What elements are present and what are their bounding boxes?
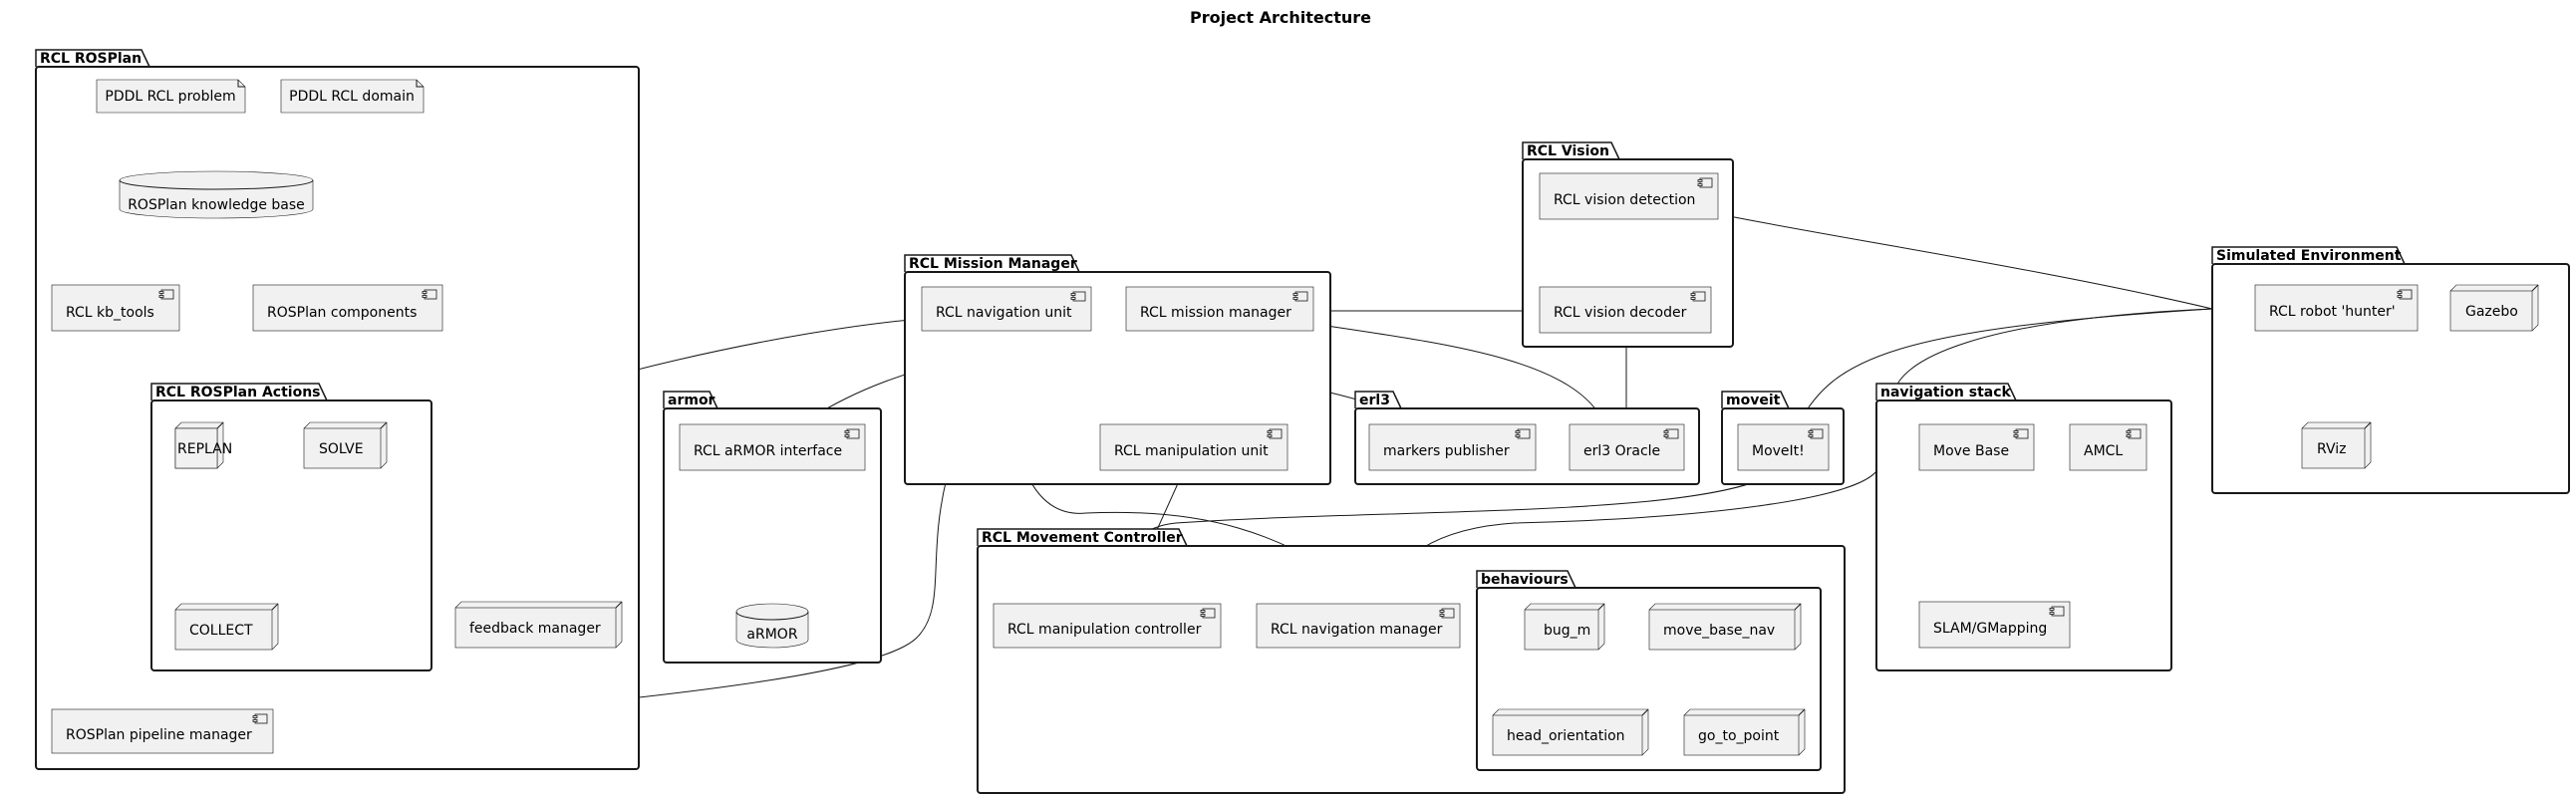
package-label: RCL ROSPlan Actions <box>155 385 321 400</box>
node-label: RCL manipulation controller <box>1007 622 1202 638</box>
component-pipeline-manager[interactable]: ROSPlan pipeline manager <box>51 708 274 754</box>
action-node-replan[interactable]: REPLAN <box>174 421 232 469</box>
artifact-pddl-problem[interactable]: PDDL RCL problem <box>96 79 246 114</box>
node-label: PDDL RCL domain <box>289 89 415 105</box>
node-label: RCL manipulation unit <box>1114 443 1269 459</box>
component-manipulation-unit[interactable]: RCL manipulation unit <box>1099 423 1288 471</box>
node-label: RCL vision detection <box>1554 192 1695 208</box>
package-label: Simulated Environment <box>2216 248 2402 264</box>
node-label: PDDL RCL problem <box>105 89 235 105</box>
artifact-pddl-domain[interactable]: PDDL RCL domain <box>280 79 425 114</box>
node-label: AMCL <box>2084 443 2123 459</box>
package-simulated-environment: Simulated Environment <box>2211 246 2570 494</box>
node-label: bug_m <box>1544 623 1590 639</box>
edge-mission-oracle <box>1312 323 1605 424</box>
package-label: moveit <box>1726 393 1781 408</box>
component-moveit[interactable]: MoveIt! <box>1737 423 1830 471</box>
package-label: RCL Mission Manager <box>909 256 1077 272</box>
component-vision-detection[interactable]: RCL vision detection <box>1539 172 1719 220</box>
node-label: go_to_point <box>1698 728 1780 744</box>
edge-detection-sim <box>1718 213 2213 310</box>
node-label: MoveIt! <box>1752 443 1805 459</box>
node-label: REPLAN <box>177 441 232 457</box>
database-knowledge-base[interactable]: ROSPlan knowledge base <box>119 170 314 219</box>
diagram-title: Project Architecture <box>1190 8 1371 27</box>
behaviour-bug-m[interactable]: bug_m <box>1524 603 1605 651</box>
node-label: RCL aRMOR interface <box>694 443 842 459</box>
component-kb-tools[interactable]: RCL kb_tools <box>51 284 180 332</box>
node-label: erl3 Oracle <box>1583 443 1660 459</box>
component-slam-gmapping[interactable]: SLAM/GMapping <box>1918 601 2071 649</box>
package-label: behaviours <box>1481 572 1569 588</box>
component-vision-decoder[interactable]: RCL vision decoder <box>1539 286 1712 334</box>
behaviour-move-base-nav[interactable]: move_base_nav <box>1648 603 1802 651</box>
component-amcl[interactable]: AMCL <box>2069 423 2147 471</box>
node-label: aRMOR <box>746 627 797 643</box>
component-robot-hunter[interactable]: RCL robot 'hunter' <box>2254 284 2419 332</box>
behaviour-go-to-point[interactable]: go_to_point <box>1683 708 1806 756</box>
component-armor-interface[interactable]: RCL aRMOR interface <box>679 423 866 471</box>
node-label: SOLVE <box>319 441 364 457</box>
package-label: RCL Movement Controller <box>982 530 1183 546</box>
package-label: navigation stack <box>1880 385 2012 400</box>
node-gazebo[interactable]: Gazebo <box>2449 284 2539 332</box>
node-label: COLLECT <box>189 623 253 639</box>
component-rosplan-components[interactable]: ROSPlan components <box>252 284 443 332</box>
node-label: RCL navigation manager <box>1271 622 1443 638</box>
action-node-collect[interactable]: COLLECT <box>174 603 279 651</box>
package-label: erl3 <box>1359 393 1390 408</box>
edge-navstack-sim <box>1892 308 2213 400</box>
action-node-solve[interactable]: SOLVE <box>303 421 388 469</box>
node-label: RViz <box>2317 441 2346 457</box>
component-erl3-oracle[interactable]: erl3 Oracle <box>1569 423 1685 471</box>
package-label: RCL Vision <box>1527 143 1609 159</box>
node-label: ROSPlan components <box>267 305 417 321</box>
package-armor: armor <box>663 391 882 664</box>
node-label: RCL robot 'hunter' <box>2269 304 2396 320</box>
node-rviz[interactable]: RViz <box>2301 421 2372 469</box>
node-label: feedback manager <box>469 621 601 637</box>
database-armor[interactable]: aRMOR <box>735 603 809 649</box>
node-label: SLAM/GMapping <box>1933 621 2047 637</box>
component-markers-publisher[interactable]: markers publisher <box>1368 423 1537 471</box>
component-navigation-unit[interactable]: RCL navigation unit <box>921 286 1092 332</box>
package-label: RCL ROSPlan <box>40 51 142 67</box>
node-label: move_base_nav <box>1663 623 1775 639</box>
node-label: RCL mission manager <box>1140 305 1291 321</box>
node-label: RCL navigation unit <box>936 305 1072 321</box>
node-label: Gazebo <box>2465 304 2518 320</box>
component-navigation-manager[interactable]: RCL navigation manager <box>1256 603 1461 649</box>
behaviour-head-orientation[interactable]: head_orientation <box>1492 708 1649 756</box>
package-label: armor <box>668 393 716 408</box>
node-label: head_orientation <box>1507 728 1625 744</box>
node-label: markers publisher <box>1383 443 1510 459</box>
component-move-base[interactable]: Move Base <box>1918 423 2035 471</box>
node-label: RCL kb_tools <box>66 305 154 321</box>
node-label: RCL vision decoder <box>1554 305 1687 321</box>
node-label: ROSPlan pipeline manager <box>66 727 252 743</box>
component-manipulation-controller[interactable]: RCL manipulation controller <box>993 603 1222 649</box>
node-label: ROSPlan knowledge base <box>128 197 305 213</box>
component-mission-manager[interactable]: RCL mission manager <box>1125 286 1314 332</box>
node-label: Move Base <box>1933 443 2009 459</box>
node-feedback-manager[interactable]: feedback manager <box>454 601 623 649</box>
